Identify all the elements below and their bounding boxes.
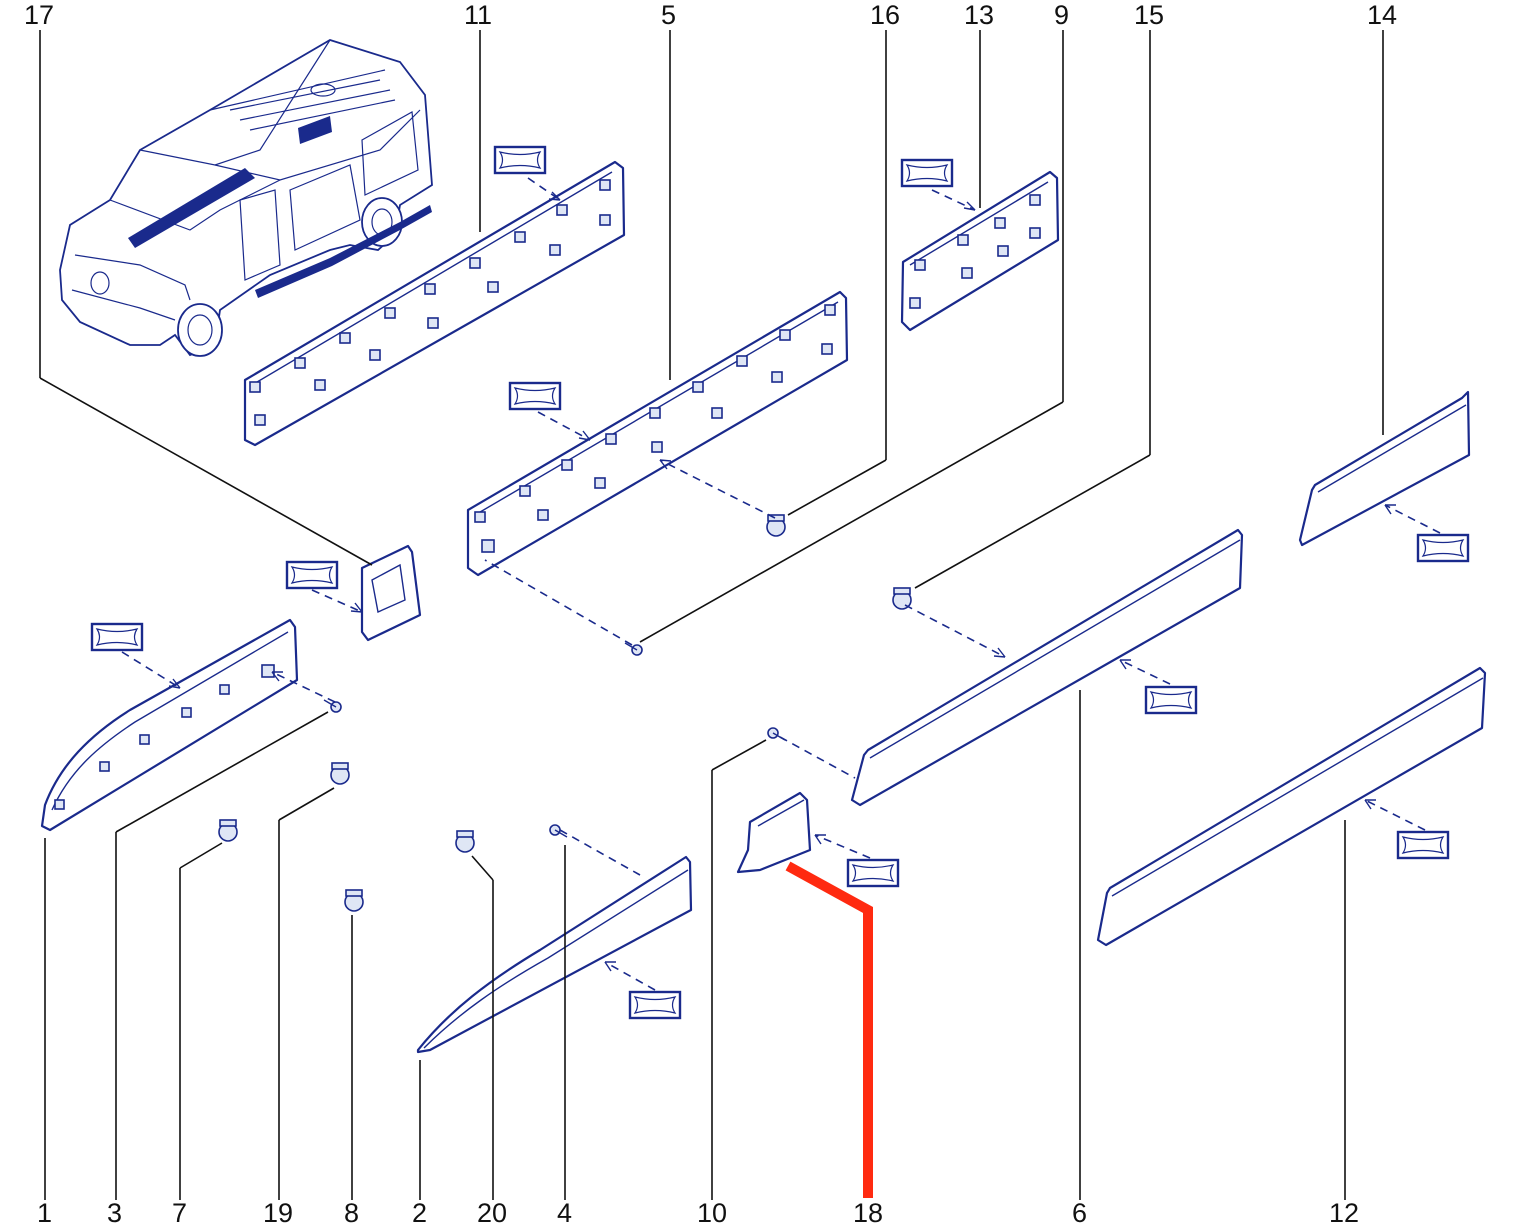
label-3: 3: [107, 1198, 122, 1228]
clip-15: [892, 587, 912, 610]
label-18: 18: [853, 1198, 883, 1228]
assembly-lines: [121, 177, 1441, 991]
label-2: 2: [412, 1198, 427, 1228]
label-16: 16: [870, 0, 900, 30]
part-2-front-moulding: [416, 855, 693, 1054]
clip-16: [766, 514, 786, 537]
label-4: 4: [557, 1198, 572, 1228]
part-18-end-cap: [736, 791, 812, 874]
part-17-bracket: [360, 544, 422, 642]
label-12: 12: [1329, 1198, 1359, 1228]
part-13-rear-moulding: [900, 170, 1060, 332]
label-10: 10: [697, 1198, 727, 1228]
clip-19: [330, 762, 350, 785]
label-15: 15: [1134, 0, 1164, 30]
label-19: 19: [263, 1198, 293, 1228]
label-20: 20: [477, 1198, 507, 1228]
part-1-front-wing-moulding: [40, 618, 299, 832]
part-6-side-moulding: [850, 528, 1244, 807]
screw-3: [323, 699, 342, 713]
label-8: 8: [344, 1198, 359, 1228]
label-14: 14: [1367, 0, 1397, 30]
label-1: 1: [37, 1198, 52, 1228]
clip-20: [455, 830, 475, 853]
screw-9: [624, 642, 643, 656]
part-12-side-moulding-rear: [1096, 666, 1487, 947]
leader-lines: [39, 30, 1384, 1200]
adhesive-tags: [90, 145, 1470, 1020]
van-illustration: [59, 39, 433, 357]
highlight-marker-18: [785, 861, 873, 1198]
bottom-labels: 1 3 7 19 8 2 20 4 10 18 6 12: [37, 1198, 1359, 1228]
part-5-sliding-door-moulding: [466, 290, 849, 577]
label-9: 9: [1054, 0, 1069, 30]
label-13: 13: [964, 0, 994, 30]
label-6: 6: [1072, 1198, 1087, 1228]
label-11: 11: [464, 0, 492, 30]
clip-7: [218, 819, 238, 842]
label-5: 5: [661, 0, 676, 30]
label-7: 7: [172, 1198, 187, 1228]
clip-8: [344, 889, 364, 912]
top-labels: 17 11 5 16 13 9 15 14: [24, 0, 1397, 30]
part-11-front-door-moulding: [243, 160, 626, 447]
screw-4: [549, 824, 568, 838]
part-14-rear-quarter-moulding: [1298, 390, 1471, 547]
label-17: 17: [24, 0, 54, 30]
